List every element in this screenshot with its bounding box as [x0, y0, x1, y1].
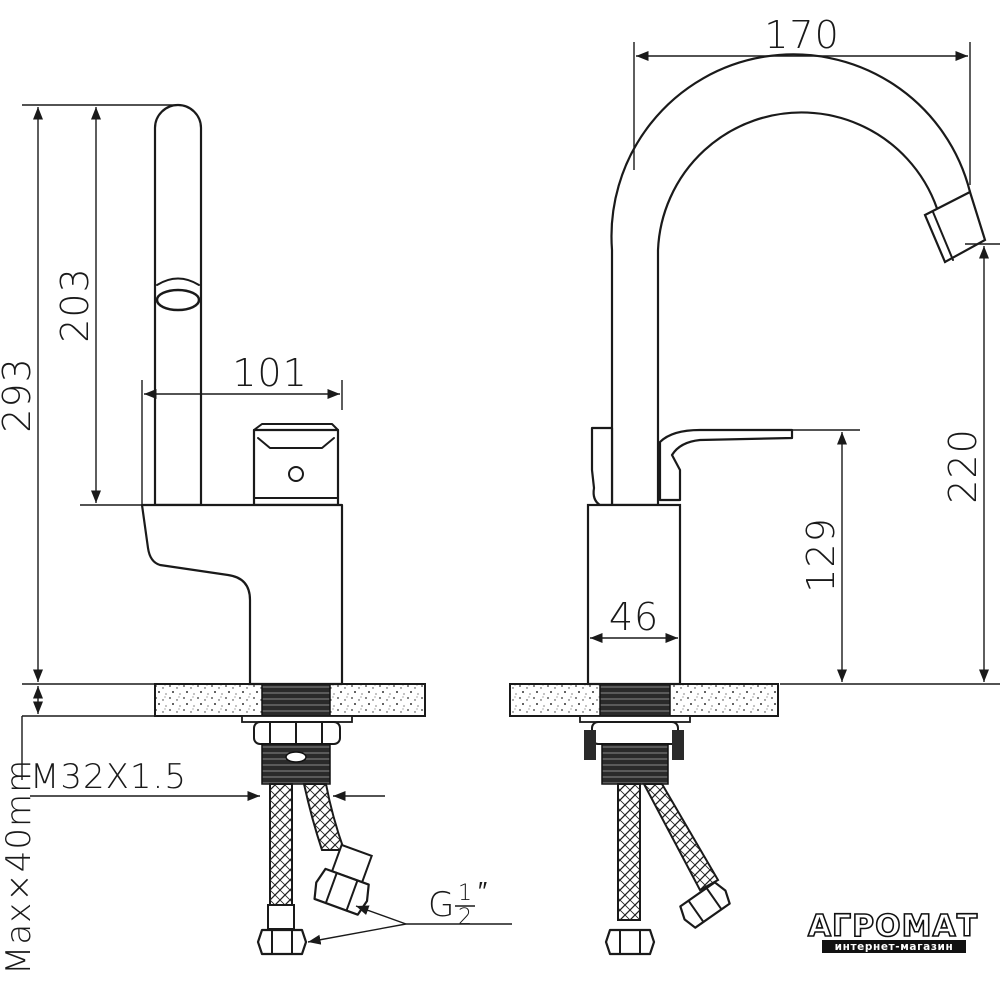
lever-back-right: [590, 426, 614, 507]
nut-bottom-left: [256, 928, 308, 956]
mount-thread-left: [261, 683, 331, 717]
dimension-labels: 293 203 101 170 220 129 46 M32X1.5 Max×4…: [0, 13, 985, 975]
hose-straight-right: [617, 783, 641, 921]
dim-overall-height: 293: [0, 357, 39, 433]
dim-body-width: 46: [609, 595, 659, 639]
dim-connector-num: 1: [458, 881, 473, 906]
lever-screw-left: [288, 466, 304, 482]
dim-outlet-height: 220: [941, 428, 985, 504]
body-left: [140, 503, 344, 686]
left-view: [140, 103, 426, 956]
body-right: [586, 503, 682, 686]
dim-thread: M32X1.5: [30, 757, 187, 797]
nut-bottom-right: [604, 928, 656, 956]
dim-max-thickness: Max×40mm: [0, 759, 39, 975]
mount-thread-right: [599, 683, 671, 717]
nut-angled-right: [679, 881, 731, 929]
dim-connector-g: G: [428, 885, 455, 925]
hose-straight-left: [269, 783, 293, 916]
hose-bent-right: [642, 783, 720, 892]
hose-bent-left: [302, 783, 346, 851]
dim-spout-reach: 170: [764, 13, 840, 57]
dim-lever-height: 129: [799, 517, 843, 593]
dim-lever-reach: 101: [232, 351, 308, 395]
logo-tagline: интернет-магазин: [835, 941, 954, 953]
shank-left: [261, 743, 331, 785]
dim-spout-height: 203: [53, 267, 97, 343]
store-logo: АГРОМАТ интернет-магазин: [807, 908, 978, 953]
shank-right: [601, 743, 669, 785]
dim-connector-den: 2: [458, 905, 473, 930]
aerator-left: [155, 288, 201, 312]
logo-name: АГРОМАТ: [808, 909, 978, 944]
right-view: [509, 53, 987, 956]
dimension-lines: [21, 42, 1000, 945]
lever-right: [658, 428, 794, 502]
dim-connector-unit: ″: [478, 877, 488, 907]
